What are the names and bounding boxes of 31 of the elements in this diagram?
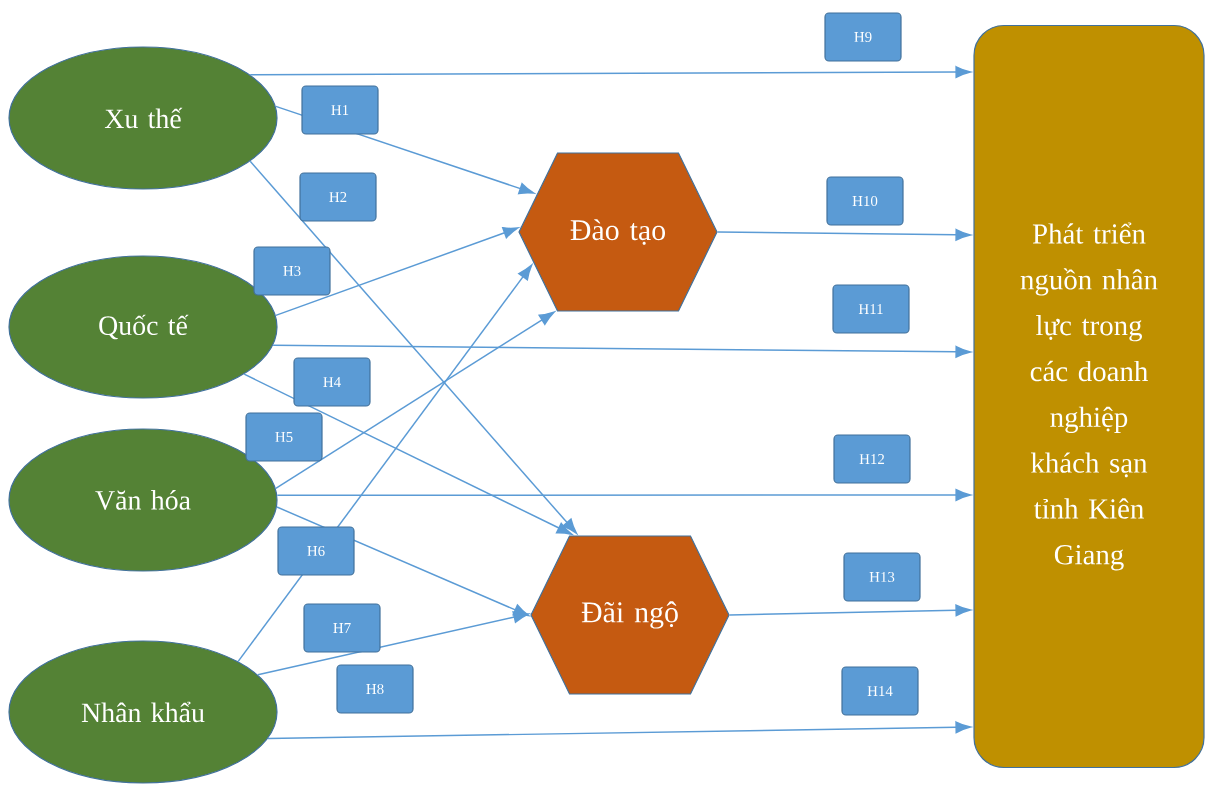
edge-label: H6 bbox=[277, 526, 355, 576]
ellipse-node: Nhân khẩu bbox=[8, 640, 278, 784]
edge-label: H10 bbox=[826, 176, 904, 226]
arrow bbox=[267, 721, 971, 740]
edge-label: H8 bbox=[336, 664, 414, 714]
edge-label: H12 bbox=[833, 434, 911, 484]
ellipse-node: Xu thế bbox=[8, 46, 278, 190]
edge-label: H5 bbox=[245, 412, 323, 462]
arrow bbox=[249, 160, 578, 534]
arrow bbox=[257, 611, 529, 676]
arrow bbox=[716, 228, 971, 241]
edge-label: H7 bbox=[303, 603, 381, 653]
arrow bbox=[249, 66, 971, 79]
arrow bbox=[275, 227, 519, 317]
edge-label: H2 bbox=[299, 172, 377, 222]
arrow bbox=[243, 373, 573, 535]
arrow bbox=[272, 344, 971, 358]
edge-label: H3 bbox=[253, 246, 331, 296]
hexagon-node: Đãi ngộ bbox=[530, 535, 730, 695]
edge-label: H11 bbox=[832, 284, 910, 334]
arrow bbox=[275, 311, 555, 490]
edge-label: H4 bbox=[293, 357, 371, 407]
edge-label: H14 bbox=[841, 666, 919, 716]
edge-label: H1 bbox=[301, 85, 379, 135]
edge-label: H9 bbox=[824, 12, 902, 62]
rounded-box: Phát triển nguồn nhân lực trong các doanh nghiệp khách sạn tỉnh Kiên Giang bbox=[973, 24, 1205, 769]
hexagon-node: Đào tạo bbox=[518, 152, 718, 312]
ellipse-node: Quốc tế bbox=[8, 255, 278, 399]
edge-label: H13 bbox=[843, 552, 921, 602]
arrow bbox=[276, 489, 971, 501]
arrow bbox=[728, 604, 971, 617]
